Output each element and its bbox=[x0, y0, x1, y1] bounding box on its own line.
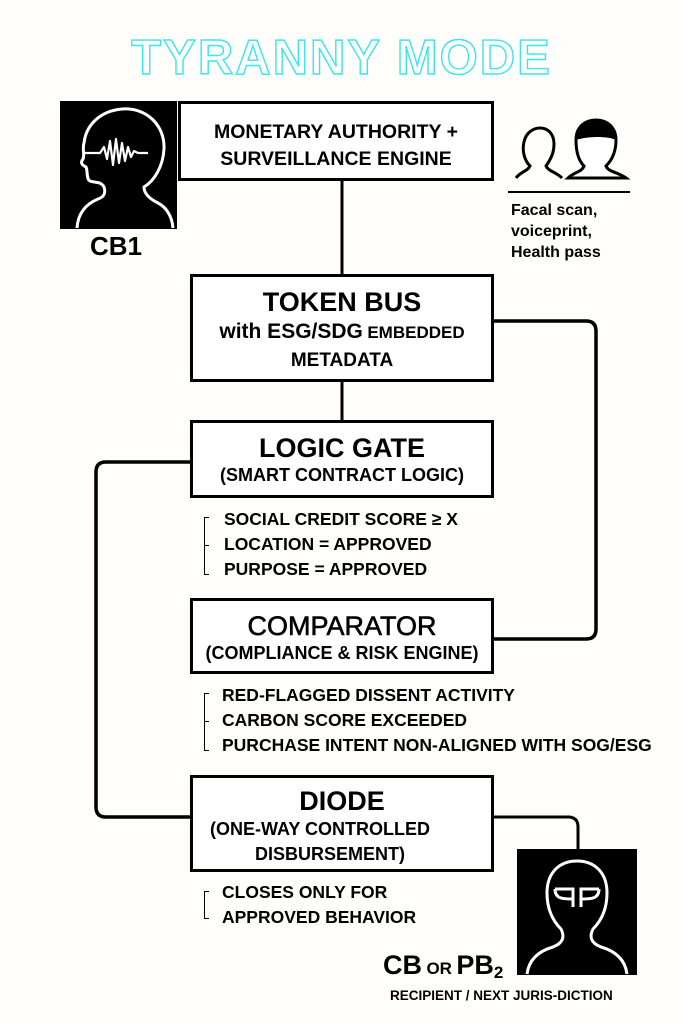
diagram-title: TYRANNY MODE bbox=[131, 30, 552, 85]
biometrics-line: Health pass bbox=[511, 244, 601, 261]
wire-logicgate-to-diode bbox=[94, 460, 191, 819]
flag-item: CARBON SCORE EXCEEDED bbox=[222, 710, 468, 730]
recipient-caption: RECIPIENT / NEXT JURIS-DICTION bbox=[390, 988, 613, 1003]
comparator-box: COMPARATOR (COMPLIANCE & RISK ENGINE) bbox=[190, 598, 494, 674]
diode-notes-bracket bbox=[204, 891, 209, 919]
diode-note: APPROVED BEHAVIOR bbox=[222, 907, 417, 927]
cb1-icon-tile bbox=[60, 101, 177, 229]
biometrics-line: Facal scan, bbox=[511, 202, 598, 219]
comparator-subtitle: (COMPLIANCE & RISK ENGINE) bbox=[205, 643, 479, 663]
monetary-line1: MONETARY AUTHORITY + bbox=[214, 121, 458, 143]
diode-title: DIODE bbox=[299, 786, 385, 816]
monetary-line2: SURVEILLANCE ENGINE bbox=[220, 148, 452, 170]
recipient-cb: CB bbox=[383, 950, 422, 980]
diode-notes: CLOSES ONLY FOR APPROVED BEHAVIOR bbox=[222, 880, 416, 930]
conditions-bracket bbox=[203, 517, 209, 575]
biometrics-caption: Facal scan, voiceprint, Health pass bbox=[511, 200, 601, 263]
recipient-icon-tile bbox=[517, 849, 637, 975]
token-bus-sub-light: EMBEDDED bbox=[367, 323, 465, 342]
cb1-label: CB1 bbox=[90, 231, 143, 261]
logic-gate-conditions: SOCIAL CREDIT SCORE ≥ X LOCATION = APPRO… bbox=[224, 507, 458, 582]
comparator-flags: RED-FLAGGED DISSENT ACTIVITY CARBON SCOR… bbox=[222, 683, 652, 758]
condition-item: PURPOSE = APPROVED bbox=[224, 559, 428, 579]
two-person-silhouettes-icon bbox=[508, 118, 631, 193]
diode-line1: (ONE-WAY CONTROLLED bbox=[210, 819, 431, 839]
recipient-or: OR bbox=[426, 959, 452, 978]
flags-bracket bbox=[203, 693, 209, 751]
recipient-label: CB OR PB2 bbox=[383, 950, 503, 983]
token-bus-box: TOKEN BUS with ESG/SDG EMBEDDED METADATA bbox=[190, 274, 494, 382]
token-bus-line3: METADATA bbox=[290, 350, 394, 371]
logic-gate-box: LOGIC GATE (SMART CONTRACT LOGIC) bbox=[190, 420, 494, 498]
flag-item: PURCHASE INTENT NON-ALIGNED WITH SOG/ESG bbox=[222, 735, 652, 755]
comparator-title: COMPARATOR bbox=[247, 611, 437, 642]
masked-person-icon bbox=[525, 859, 629, 975]
monetary-authority-box: MONETARY AUTHORITY + SURVEILLANCE ENGINE bbox=[178, 101, 494, 181]
head-brainwave-icon bbox=[75, 107, 175, 229]
token-bus-subtitle: with ESG/SDG EMBEDDED bbox=[193, 317, 491, 349]
diode-note: CLOSES ONLY FOR bbox=[222, 882, 388, 902]
diode-line2: DISBURSEMENT) bbox=[255, 844, 406, 864]
biometrics-line: voiceprint, bbox=[511, 223, 592, 240]
logic-gate-title: LOGIC GATE bbox=[259, 433, 425, 463]
flag-item: RED-FLAGGED DISSENT ACTIVITY bbox=[222, 685, 515, 705]
recipient-subscript: 2 bbox=[493, 963, 504, 983]
recipient-pb: PB bbox=[456, 950, 494, 980]
wire-diode-to-recipient bbox=[492, 815, 580, 850]
condition-item: SOCIAL CREDIT SCORE ≥ X bbox=[224, 509, 458, 529]
wire-tokenbus-to-comparator bbox=[492, 319, 598, 641]
condition-item: LOCATION = APPROVED bbox=[224, 534, 432, 554]
token-bus-sub-bold: with ESG/SDG bbox=[219, 320, 363, 343]
logic-gate-subtitle: (SMART CONTRACT LOGIC) bbox=[220, 465, 464, 485]
diode-box: DIODE (ONE-WAY CONTROLLED DISBURSEMENT) bbox=[190, 775, 494, 872]
token-bus-title: TOKEN BUS bbox=[262, 287, 422, 317]
